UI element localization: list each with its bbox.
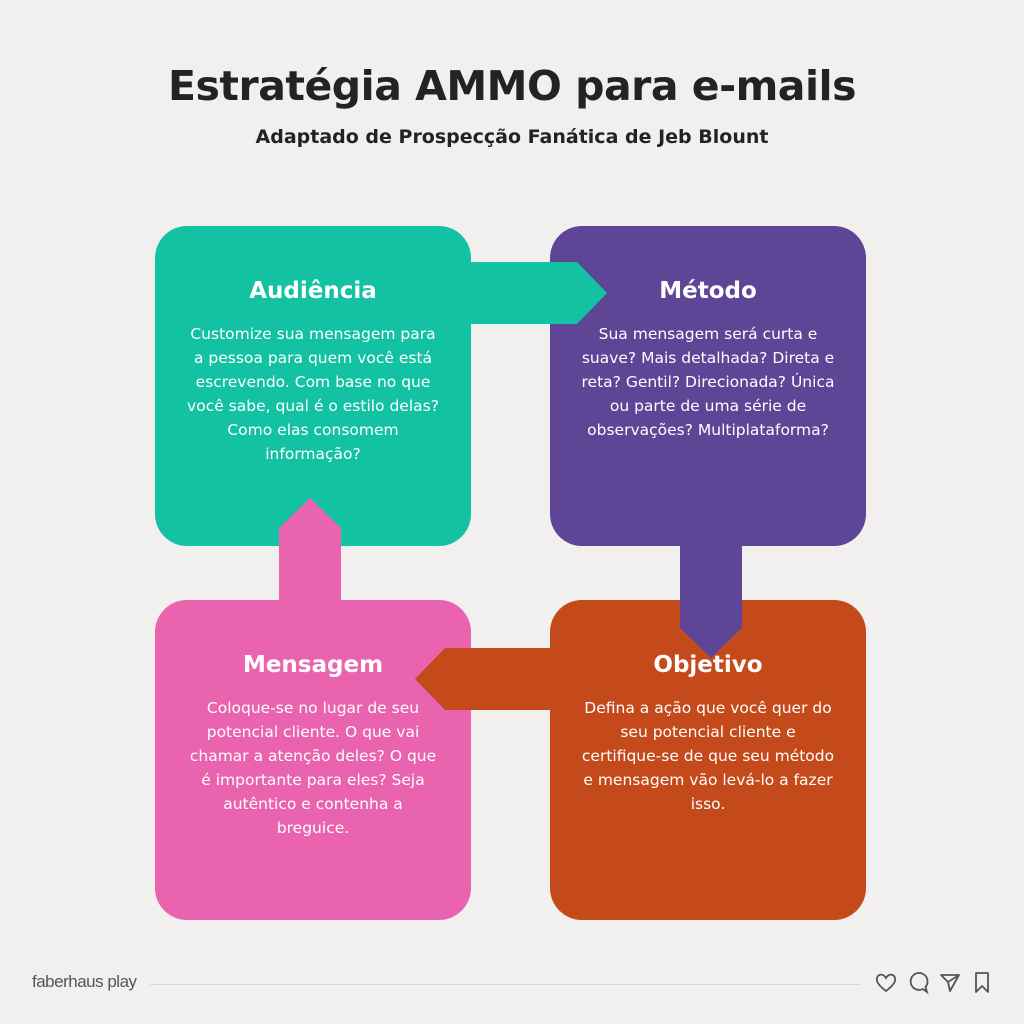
page-title: Estratégia AMMO para e-mails <box>167 62 857 110</box>
arrow-left-icon <box>415 648 555 710</box>
bookmark-icon[interactable] <box>970 970 994 996</box>
card-metodo: Método Sua mensagem será curta e suave? … <box>550 226 866 546</box>
comment-icon[interactable] <box>906 970 930 996</box>
card-text: Customize sua mensagem para a pessoa par… <box>187 325 439 463</box>
card-mensagem: Mensagem Coloque-se no lugar de seu pote… <box>155 600 471 920</box>
send-icon[interactable] <box>938 970 962 996</box>
arrow-up-icon <box>279 498 341 605</box>
heart-icon[interactable] <box>874 970 898 996</box>
arrow-right-icon <box>465 262 607 324</box>
divider <box>150 984 860 985</box>
card-title: Mensagem <box>242 652 384 678</box>
arrow-down-icon <box>680 540 742 658</box>
card-title: Método <box>659 278 757 304</box>
card-title: Objetivo <box>653 652 763 678</box>
card-title: Audiência <box>249 278 377 304</box>
post-actions <box>874 970 994 996</box>
brand-logo: faberhaus play <box>32 972 137 991</box>
page-subtitle: Adaptado de Prospecção Fanática de Jeb B… <box>255 126 769 148</box>
card-text: Coloque-se no lugar de seu potencial cli… <box>189 699 437 837</box>
card-audiencia: Audiência Customize sua mensagem para a … <box>155 226 471 546</box>
card-text: Defina a ação que você quer do seu poten… <box>581 699 835 813</box>
card-text: Sua mensagem será curta e suave? Mais de… <box>581 325 835 439</box>
